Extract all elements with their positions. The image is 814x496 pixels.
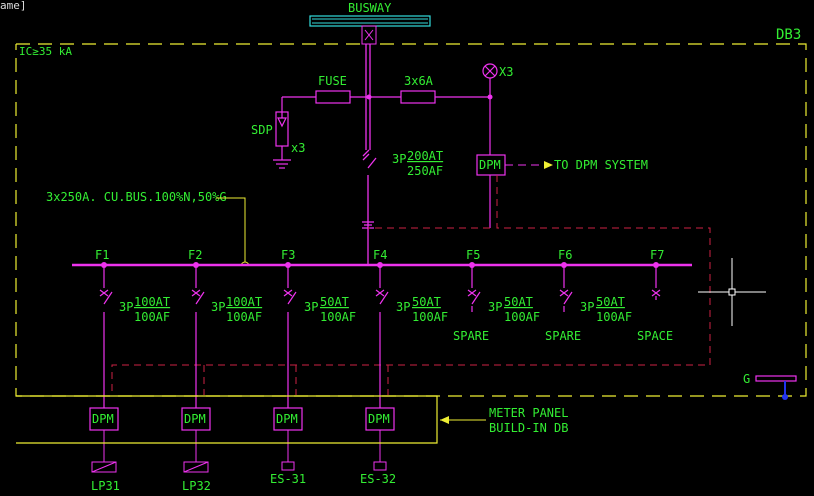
feeder-poles: 3P	[304, 300, 318, 314]
bus-note-leader	[216, 197, 246, 262]
feeder-poles: 3P	[488, 300, 502, 314]
feeder-at: 50AT	[596, 295, 625, 309]
feeder-load: ES-31	[270, 472, 306, 486]
feeder-id: F2	[188, 248, 202, 262]
feeder-spare: SPARE	[453, 329, 489, 343]
dpm-main-label: DPM	[479, 158, 501, 172]
busway-symbol	[309, 15, 431, 45]
busway-label: BUSWAY	[348, 1, 392, 15]
main-feed	[362, 44, 377, 265]
crosshair-cursor-icon	[698, 258, 766, 326]
feeder-af: 100AF	[596, 310, 632, 324]
feeder-id: F3	[281, 248, 295, 262]
feeder-af: 100AF	[320, 310, 356, 324]
feeder-F4: F4 3P 50AT 100AF DPM ES-32	[360, 248, 448, 486]
meter-panel-line2: BUILD-IN DB	[489, 421, 568, 435]
feeder-at: 100AT	[134, 295, 170, 309]
feeder-F2: F2 3P 100AT 100AF DPM LP32	[181, 248, 262, 493]
feeder-load: LP31	[91, 479, 120, 493]
feeder-id: F4	[373, 248, 387, 262]
feeder-at: 50AT	[320, 295, 349, 309]
feeder-af: 100AF	[412, 310, 448, 324]
arrow-right-icon	[544, 161, 553, 169]
feeder-dpm: DPM	[184, 412, 206, 426]
feeder-at: 50AT	[504, 295, 533, 309]
junction-dot	[487, 94, 493, 100]
meter-panel-line1: METER PANEL	[489, 406, 568, 420]
feeder-load: ES-32	[360, 472, 396, 486]
feeder-id: F5	[466, 248, 480, 262]
feeder-at: 100AT	[226, 295, 262, 309]
feeder-load: LP32	[182, 479, 211, 493]
feeder-poles: 3P	[119, 300, 133, 314]
feeder-spare: SPACE	[637, 329, 673, 343]
sdp-symbol	[273, 111, 291, 169]
feeder-F1: F1 3P 100AT 100AF DPM LP31	[89, 248, 170, 493]
main-breaker-af: 250AF	[407, 164, 443, 178]
sdp-label: SDP	[251, 123, 273, 137]
feeder-F5: F5 3P 50AT 100AF SPARE	[453, 248, 540, 343]
feeder-af: 100AF	[134, 310, 170, 324]
junction-dot	[366, 94, 372, 100]
feeder-F7: F7 SPACE	[637, 248, 673, 343]
ic-rating: IC≥35 kA	[19, 45, 72, 58]
comm-dashed-lines	[111, 175, 711, 395]
window-title-fragment: ame]	[0, 0, 27, 12]
lamp-label: X3	[499, 65, 513, 79]
bus-note: 3x250A. CU.BUS.100%N,50%G	[46, 190, 227, 204]
feeder-F6: F6 3P 50AT 100AF SPARE	[545, 248, 632, 343]
feeder-id: F7	[650, 248, 664, 262]
arrow-left-icon	[440, 416, 449, 424]
feeder-id: F6	[558, 248, 572, 262]
ground-bar-symbol	[755, 375, 797, 400]
feeder-spare: SPARE	[545, 329, 581, 343]
ct-label: 3x6A	[404, 74, 434, 88]
feeder-dpm: DPM	[276, 412, 298, 426]
panel-outline	[15, 43, 807, 397]
feeder-F3: F3 3P 50AT 100AF DPM ES-31	[270, 248, 356, 486]
feeder-poles: 3P	[396, 300, 410, 314]
feeder-at: 50AT	[412, 295, 441, 309]
dpm-main-note: TO DPM SYSTEM	[554, 158, 648, 172]
feeder-id: F1	[95, 248, 109, 262]
feeder-poles: 3P	[211, 300, 225, 314]
panel-name: DB3	[776, 27, 801, 43]
main-breaker-at: 200AT	[407, 149, 443, 163]
feeder-dpm: DPM	[368, 412, 390, 426]
meter-panel-outline	[16, 395, 438, 444]
main-breaker-poles: 3P	[392, 152, 406, 166]
ground-label: G	[743, 372, 750, 386]
sdp-count: x3	[291, 141, 305, 155]
fuse-label: FUSE	[318, 74, 347, 88]
pilot-lamp-icon	[482, 63, 498, 79]
feeder-poles: 3P	[580, 300, 594, 314]
feeder-af: 100AF	[504, 310, 540, 324]
metering-branch	[281, 78, 491, 228]
feeder-dpm: DPM	[92, 412, 114, 426]
feeder-af: 100AF	[226, 310, 262, 324]
